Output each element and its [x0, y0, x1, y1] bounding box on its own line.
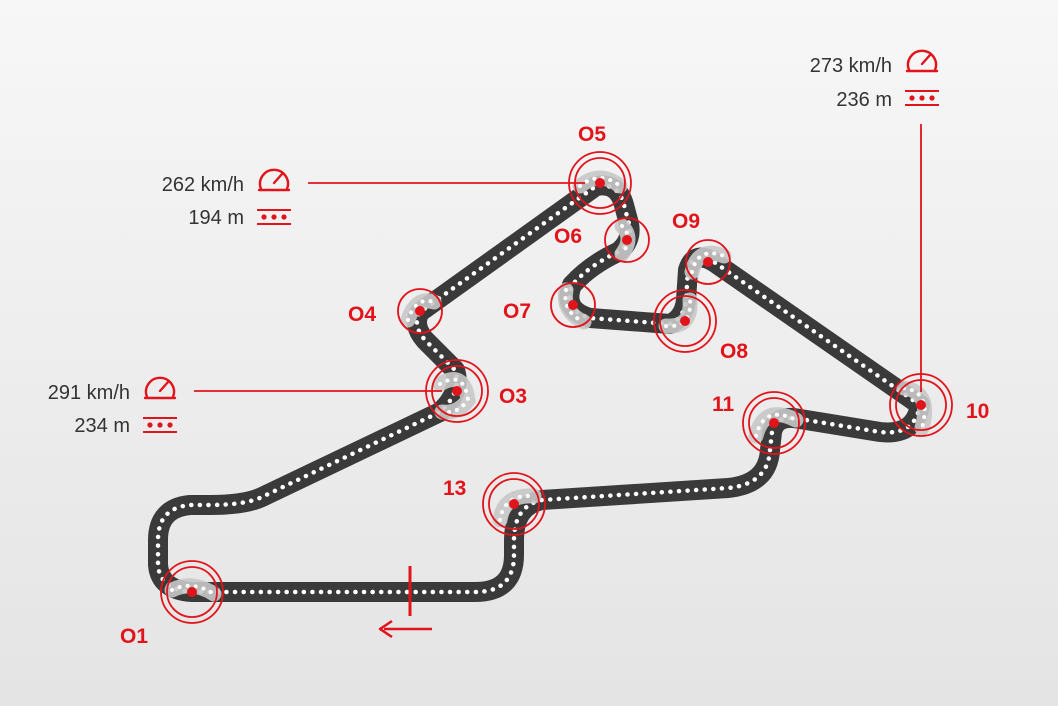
corner-runoff-dots [406, 298, 436, 322]
corner-runoff-dots [578, 176, 622, 188]
corner-outer-ring [482, 472, 546, 536]
corner-o1: O1 [120, 560, 224, 648]
corner-apex-dot [622, 235, 632, 245]
corner-13: 13 [443, 472, 546, 536]
corner-label: O4 [348, 303, 376, 326]
corner-apex-dot [703, 257, 713, 267]
distance-dots-icon [257, 209, 291, 225]
corner-apex-dot [916, 400, 926, 410]
corner-outer-ring [160, 560, 224, 624]
corner-outer-ring [604, 217, 650, 263]
corner-label: 10 [966, 400, 989, 423]
corner-label: O1 [120, 625, 148, 648]
corner-outer-ring [397, 288, 443, 334]
corner-apex-dot [509, 499, 519, 509]
corner-runoff-dots [498, 493, 536, 522]
corner-label: O9 [672, 210, 700, 233]
corner-apex-dot [680, 316, 690, 326]
corner-label: O5 [578, 123, 606, 146]
corner-11: 11 [712, 391, 806, 455]
corner-label: O8 [720, 340, 748, 363]
speed-value: 273 km/h [810, 55, 892, 77]
corner-apex-dot [769, 418, 779, 428]
corner-apex-dot [595, 178, 605, 188]
corner-outer-ring [550, 282, 596, 328]
corner-inner-ring [166, 566, 218, 618]
distance-dots-icon [143, 417, 177, 433]
corner-label: O6 [554, 225, 582, 248]
speed-trap-1: 262 km/h 194 m [162, 168, 585, 229]
corner-runoff-dots [170, 583, 216, 596]
corner-runoff-dots [902, 386, 927, 430]
distance-value: 236 m [836, 89, 892, 111]
speedometer-icon [143, 376, 177, 400]
corner-apex-dot [452, 386, 462, 396]
corner-inner-ring [659, 295, 711, 347]
distance-value: 234 m [74, 415, 130, 437]
speed-value: 291 km/h [48, 382, 130, 404]
speed-trap-3: 273 km/h 236 m [810, 49, 939, 392]
arrow-left-icon [378, 619, 432, 639]
corner-runoff-dots [754, 412, 798, 438]
speed-value: 262 km/h [162, 174, 244, 196]
corner-o4: O4 [348, 288, 443, 334]
corner-label: O7 [503, 300, 531, 323]
corner-runoff-dots [438, 377, 471, 415]
corner-apex-dot [568, 300, 578, 310]
start-finish [378, 566, 432, 639]
distance-value: 194 m [188, 207, 244, 229]
corner-apex-dot [187, 587, 197, 597]
corner-inner-ring [488, 478, 540, 530]
corner-o9: O9 [672, 210, 732, 285]
corner-apex-dot [415, 306, 425, 316]
corner-o7: O7 [503, 282, 596, 330]
speed-trap-2: 291 km/h 234 m [48, 376, 442, 437]
corner-outer-ring [685, 239, 731, 285]
speedometer-icon [257, 168, 291, 192]
speedometer-icon [905, 49, 939, 73]
corner-inner-ring [748, 397, 800, 449]
corner-10: 10 [889, 373, 989, 437]
corner-outer-ring [653, 289, 717, 353]
distance-dots-icon [905, 90, 939, 106]
corner-label: 11 [712, 393, 735, 416]
corner-o6: O6 [554, 217, 650, 263]
corner-runoff [557, 282, 592, 330]
corner-runoff [684, 245, 732, 280]
corner-outer-ring [742, 391, 806, 455]
corner-label: O3 [499, 385, 527, 408]
corner-o8: O8 [653, 289, 748, 363]
corner-label: 13 [443, 477, 466, 500]
